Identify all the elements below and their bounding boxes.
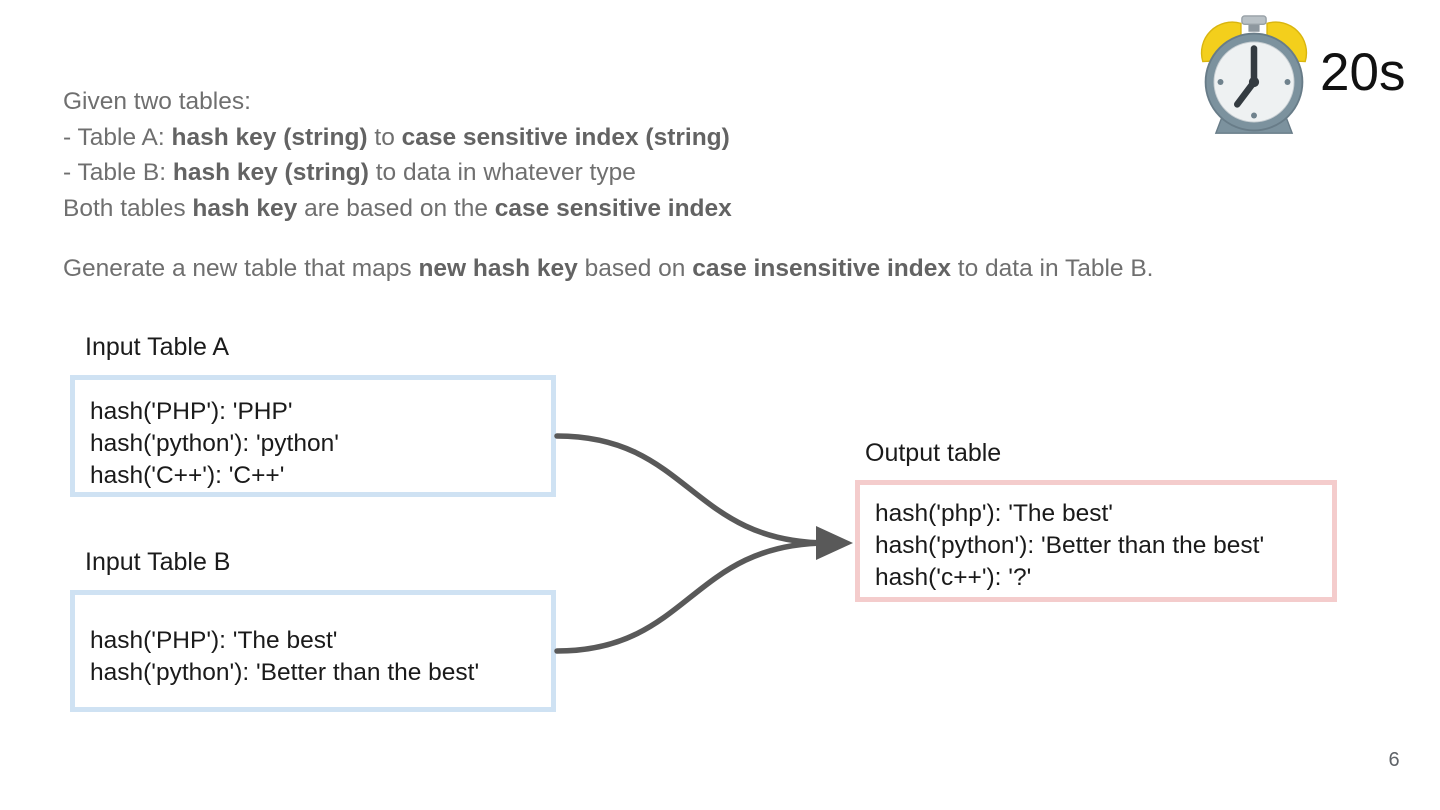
table-row: hash('c++'): '?' (875, 564, 1032, 591)
alarm-clock-icon (1200, 15, 1308, 134)
table-row: hash('python'): 'python' (90, 430, 339, 457)
output-table-box: hash('php'): 'The best' hash('python'): '… (855, 480, 1337, 602)
arrowhead-icon (816, 526, 853, 560)
arrow-from-table-a (554, 433, 831, 546)
table-row: hash('python'): 'Better than the best' (90, 659, 480, 686)
arrow-from-table-b (554, 540, 831, 654)
table-row: hash('PHP'): 'PHP' (90, 398, 293, 425)
table-row: hash('PHP'): 'The best' (90, 627, 338, 654)
output-table-label: Output table (865, 439, 1002, 467)
intro-line: Given two tables: (63, 88, 251, 115)
table-row: hash('python'): 'Better than the best' (875, 532, 1265, 559)
task-sentence: Generate a new table that maps new hash … (63, 255, 1154, 282)
table-row: hash('C++'): 'C++' (90, 462, 285, 489)
timer-value: 20s (1320, 43, 1406, 102)
input-table-a-label: Input Table A (85, 333, 230, 361)
input-table-b-label: Input Table B (85, 548, 231, 576)
intro-paragraph: Given two tables: - Table A: hash key (s… (63, 84, 732, 226)
table-row: hash('php'): 'The best' (875, 500, 1113, 527)
intro-line: - Table B: hash key (string) to data in … (63, 159, 636, 187)
intro-line: - Table A: hash key (string) to case sen… (63, 123, 730, 151)
intro-line: Both tables hash key are based on the ca… (63, 194, 732, 222)
page-number: 6 (1388, 749, 1400, 771)
input-table-a-box: hash('PHP'): 'PHP' hash('python'): 'pytho… (70, 375, 556, 497)
input-table-b-box: hash('PHP'): 'The best' hash('python'): '… (70, 590, 556, 712)
